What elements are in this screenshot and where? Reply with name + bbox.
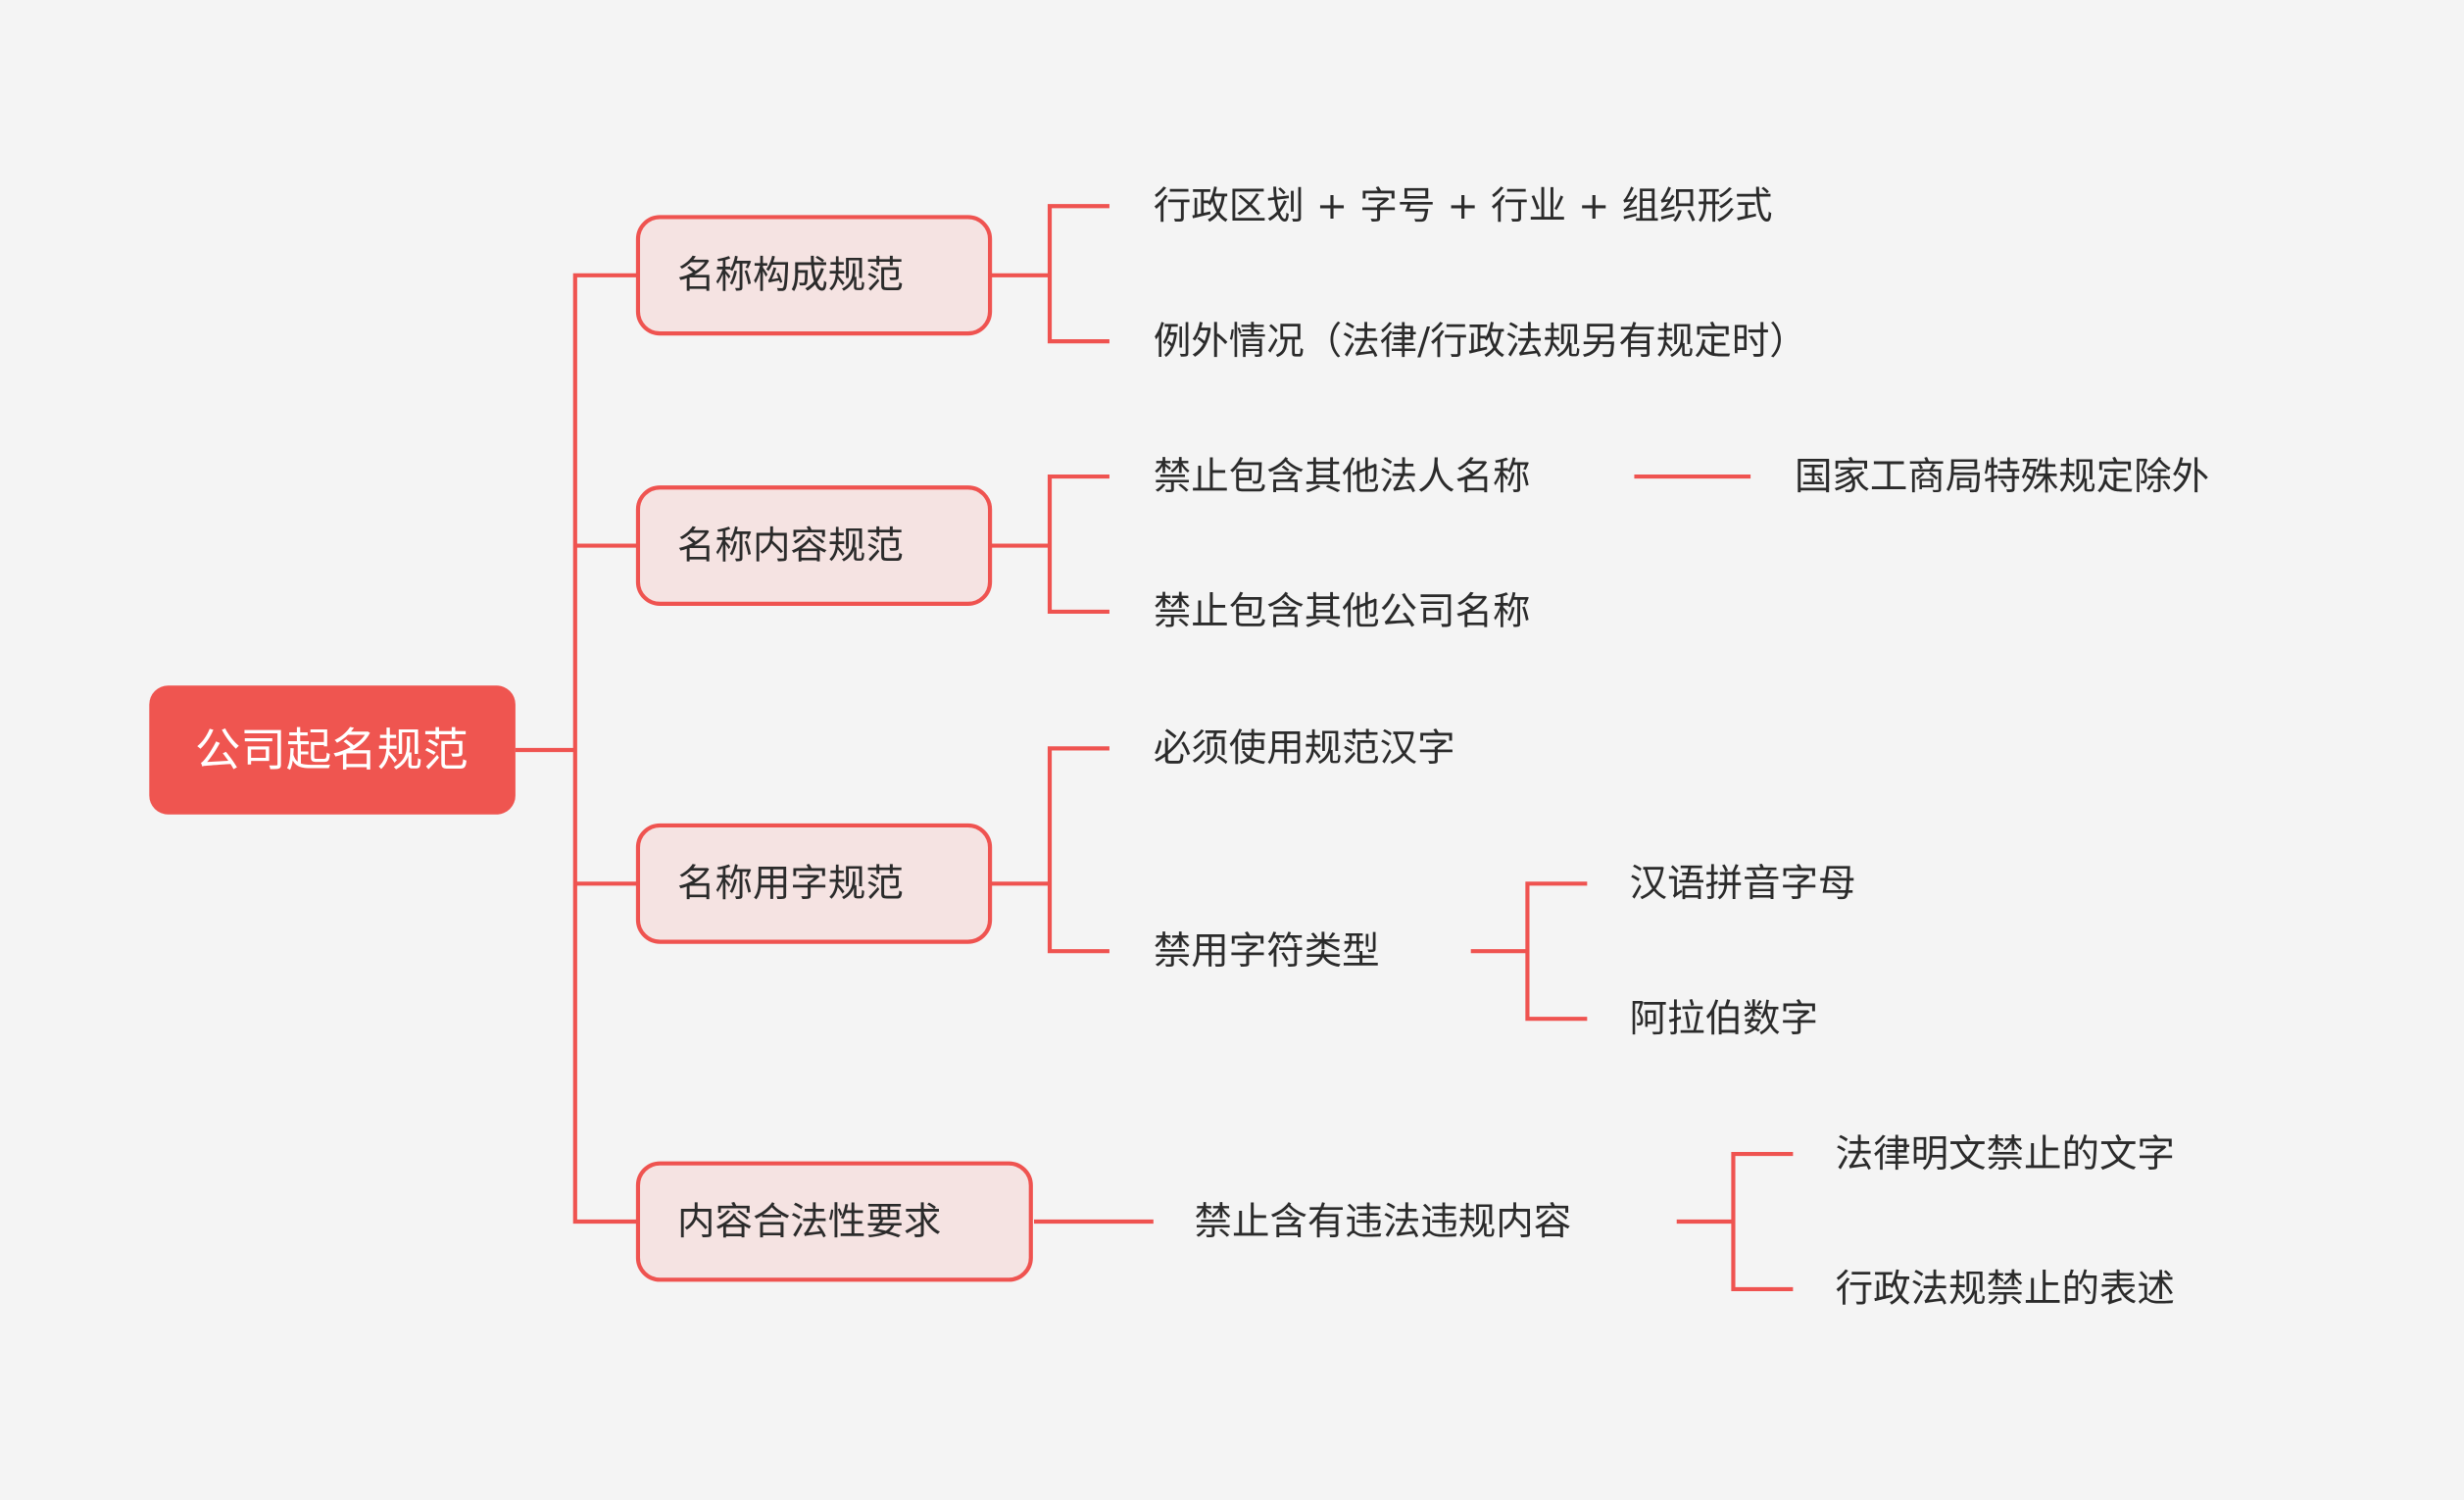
leaf-node[interactable]: 阿拉伯数字 [1630,997,1818,1041]
leaf-node[interactable]: 禁止包含其他公司名称 [1154,590,1531,634]
leaf-node[interactable]: 行政区划 + 字号 + 行业 + 组织形式 [1154,184,1773,228]
root-node-label: 公司起名规范 [195,724,468,776]
branch-4-child-1-bracket [1676,1151,1794,1292]
branch-node-1[interactable]: 名称构成规范 [635,215,993,336]
branch-node-label: 名称用字规范 [677,862,904,906]
root-node[interactable]: 公司起名规范 [149,685,516,815]
leaf-node[interactable]: 法律明文禁止的文字 [1836,1132,2175,1176]
branch-node-box [635,823,993,944]
branch-node-label: 内容合法性要求 [677,1200,941,1244]
leaf-node[interactable]: 国家工商局特殊规定除外 [1795,455,2209,499]
branch-1-bracket [990,204,1109,344]
branch-3-bracket [990,746,1109,954]
trunk-line [572,273,638,1225]
branch-node-box [635,215,993,336]
branch-node-label: 名称构成规范 [677,254,904,298]
branch-node-box [635,1161,1033,1282]
leaf-node[interactable]: 行政法规禁止的表述 [1836,1268,2175,1312]
leaf-node[interactable]: 禁止含有违法违规内容 [1195,1200,1572,1244]
branch-2-bracket [990,474,1109,614]
connectors [515,204,1794,1292]
leaf-node[interactable]: 例外情况（法律/行政法规另有规定时） [1154,320,1807,364]
leaf-node[interactable]: 必须使用规范汉字 [1154,726,1455,771]
leaf-node[interactable]: 汉语拼音字母 [1630,862,1856,906]
branch-node-label: 名称内容规范 [677,524,904,568]
branch-node-4[interactable]: 内容合法性要求 [635,1161,1033,1282]
branch-node-box [635,485,993,606]
root-node-box [149,685,516,815]
branch-3-child-2-bracket [1470,881,1588,1022]
leaf-node[interactable]: 禁用字符类型 [1154,929,1380,974]
branch-node-2[interactable]: 名称内容规范 [635,485,993,606]
leaf-node[interactable]: 禁止包含其他法人名称 [1154,455,1531,499]
branch-node-3[interactable]: 名称用字规范 [635,823,993,944]
